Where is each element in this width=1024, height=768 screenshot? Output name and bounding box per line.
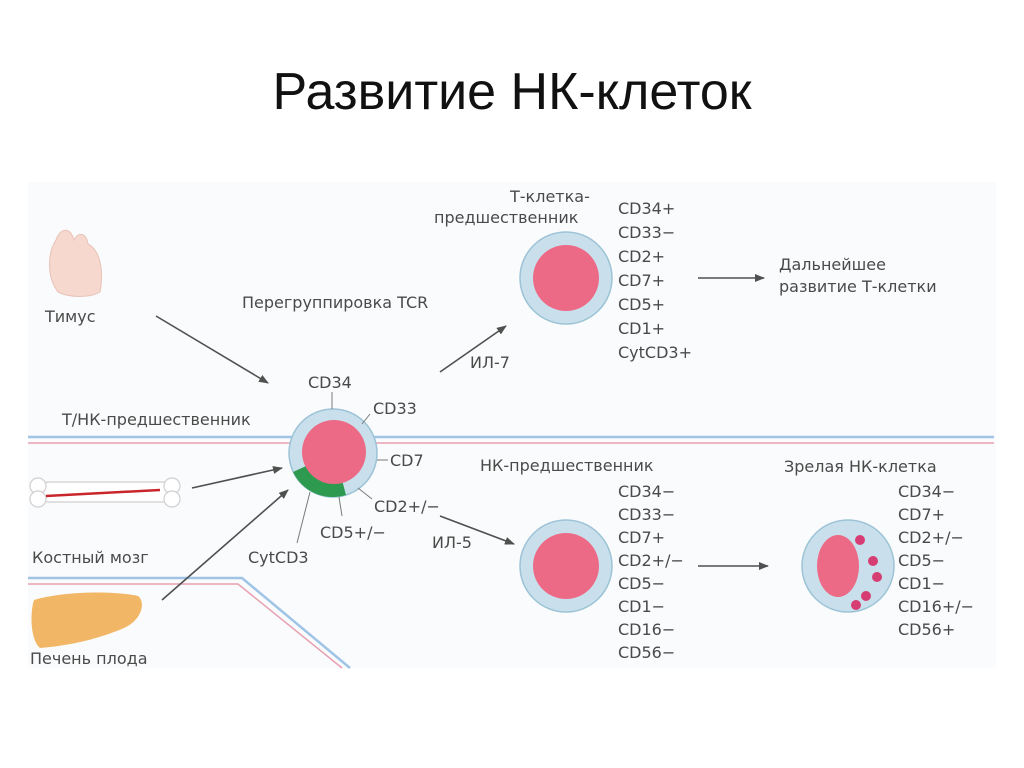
granule	[851, 600, 861, 610]
nk-precursor-marker-4: CD5−	[618, 574, 665, 593]
arrow-liver-to-tnk	[161, 489, 289, 601]
slide-title: Развитие НК-клеток	[272, 63, 752, 121]
granule	[868, 556, 878, 566]
fetal-liver-icon	[31, 592, 142, 648]
mature-nk-marker-4: CD1−	[898, 574, 945, 593]
central-marker-cd2: CD2+/−	[374, 497, 440, 516]
il7-label: ИЛ-7	[470, 353, 510, 372]
nk-precursor-marker-list: CD34− CD33− CD7+ CD2+/− CD5− CD1− CD16− CD56−	[618, 482, 684, 662]
t-cell-marker-2: CD2+	[618, 247, 665, 266]
fetal-liver-label: Печень плода	[30, 649, 148, 668]
arrow-tnk-to-nk	[439, 515, 515, 545]
mature-nk-marker-1: CD7+	[898, 505, 945, 524]
arrow-bone-to-tnk	[191, 466, 283, 489]
central-marker-cd7: CD7	[390, 451, 424, 470]
cytcd3-segment	[293, 466, 346, 498]
granule	[861, 591, 871, 601]
t-cell-marker-list: CD34+ CD33− CD2+ CD7+ CD5+ CD1+ CytCD3+	[618, 199, 692, 362]
t-precursor-cell	[519, 231, 613, 325]
tnk-precursor-cell	[288, 408, 378, 498]
mature-nk-marker-3: CD5−	[898, 551, 945, 570]
mature-nk-marker-6: CD56+	[898, 620, 955, 639]
nk-precursor-marker-6: CD16−	[618, 620, 675, 639]
mature-nk-marker-0: CD34−	[898, 482, 955, 501]
bone-marrow-label: Костный мозг	[32, 548, 149, 567]
t-precursor-label-line1: Т-клетка-	[509, 187, 590, 206]
t-cell-marker-6: CytCD3+	[618, 343, 692, 362]
t-cell-marker-4: CD5+	[618, 295, 665, 314]
granule	[872, 572, 882, 582]
separator-lines	[28, 435, 994, 669]
nk-precursor-marker-3: CD2+/−	[618, 551, 684, 570]
further-development-line2: развитие Т-клетки	[779, 277, 937, 296]
t-precursor-label-line2: предшественник	[434, 208, 579, 227]
nk-precursor-marker-5: CD1−	[618, 597, 665, 616]
t-cell-marker-5: CD1+	[618, 319, 665, 338]
nk-precursor-marker-2: CD7+	[618, 528, 665, 547]
t-cell-marker-3: CD7+	[618, 271, 665, 290]
nk-precursor-marker-1: CD33−	[618, 505, 675, 524]
mature-nk-label: Зрелая НК-клетка	[784, 457, 937, 476]
bone-icon	[29, 477, 181, 508]
arrow-tnk-to-tcell	[439, 325, 507, 373]
tcr-rearrangement-label: Перегруппировка TCR	[242, 293, 428, 312]
nk-precursor-cell	[519, 519, 613, 613]
nk-precursor-label: НК-предшественник	[480, 456, 654, 475]
tnk-precursor-label: Т/НК-предшественник	[61, 410, 251, 429]
il5-label: ИЛ-5	[432, 533, 472, 552]
central-marker-cd34: CD34	[308, 373, 352, 392]
marker-leaders	[296, 392, 388, 544]
central-marker-cytcd3: CytCD3	[248, 548, 309, 567]
mature-nk-cell	[801, 519, 895, 613]
granule	[855, 535, 865, 545]
nk-precursor-marker-7: CD56−	[618, 643, 675, 662]
mature-nk-marker-2: CD2+/−	[898, 528, 964, 547]
further-development-line1: Дальнейшее	[779, 255, 886, 274]
arrow-thymus-to-tnk	[155, 315, 269, 384]
thymus-icon	[49, 229, 102, 297]
t-cell-marker-0: CD34+	[618, 199, 675, 218]
mature-nk-marker-5: CD16+/−	[898, 597, 974, 616]
mature-nk-marker-list: CD34− CD7+ CD2+/− CD5− CD1− CD16+/− CD56+	[898, 482, 974, 639]
central-marker-cd33: CD33	[373, 399, 417, 418]
t-cell-marker-1: CD33−	[618, 223, 675, 242]
nk-precursor-marker-0: CD34−	[618, 482, 675, 501]
arrows	[155, 274, 769, 601]
thymus-label: Тимус	[44, 307, 96, 326]
central-marker-cd5: CD5+/−	[320, 523, 386, 542]
